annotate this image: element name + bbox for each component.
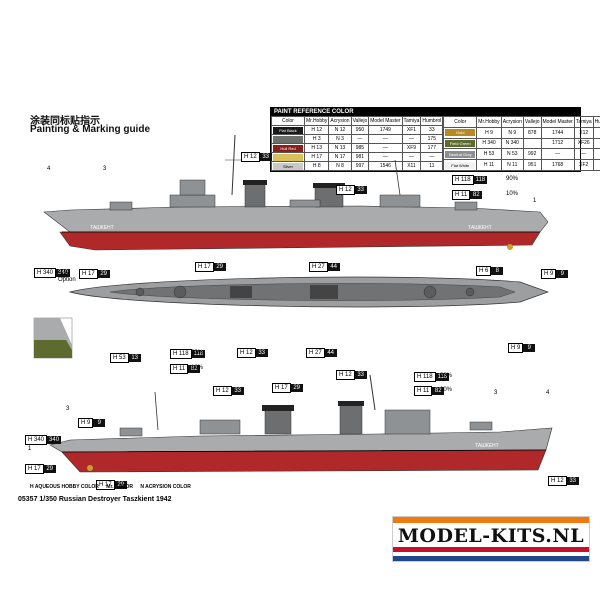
paint-value-mm: 1546 <box>368 161 403 171</box>
paint-value-mm: 1744 <box>540 126 575 139</box>
option-inset <box>33 317 73 359</box>
paint-value-humbrol: 34 <box>592 159 600 171</box>
stripe-blue <box>393 556 589 561</box>
paint-swatch: Gold <box>445 129 476 137</box>
option-label: Option <box>58 277 76 283</box>
paint-value-mm: 1712 <box>540 137 575 150</box>
paint-swatch: Neutral Gray <box>445 150 476 158</box>
stripe-orange <box>393 517 589 523</box>
pct-90-mid: 90% <box>191 350 204 356</box>
stripe-white <box>393 552 589 556</box>
paint-swatch: Silver <box>273 162 303 170</box>
paint-value-acry: N 340 <box>500 137 524 150</box>
paint-swatch <box>273 153 303 161</box>
legend-aqueous: H AQUEOUS HOBBY COLOR <box>30 484 99 490</box>
legend-acrysion: N ACRYSION COLOR <box>140 484 191 490</box>
pct-10-mid: 10% <box>191 365 204 371</box>
paint-value-acry: N 11 <box>500 159 524 171</box>
paint-value-mm: 1768 <box>540 159 575 171</box>
paint-value-hobby: H 11 <box>476 159 502 171</box>
point-1: 1 <box>533 198 537 204</box>
kit-caption: 05357 1/350 Russian Destroyer Taszkient … <box>18 496 172 503</box>
side-view-bottom <box>49 374 553 473</box>
point-3-bottom: 3 <box>66 406 70 412</box>
point-3-bottom-right: 3 <box>494 390 498 396</box>
paint-value-hobby: H 340 <box>476 137 502 150</box>
ship-name-bottom: ТАШКЕНТ <box>475 443 499 449</box>
paint-value-humbrol: 11 <box>420 161 444 171</box>
point-1-bottom: 1 <box>28 446 32 452</box>
paint-value-acry: N 9 <box>500 126 524 139</box>
paint-swatch: Flat Black <box>273 126 303 134</box>
paint-swatch <box>273 135 303 143</box>
paint-table-left: Color Mr.Hobby Acrysion Vallejo Model Ma… <box>271 116 444 171</box>
guide-title-en: Painting & Marking guide <box>30 124 151 135</box>
paint-table-right: Color Mr.Hobby Acrysion Vallejo Model Ma… <box>443 116 600 171</box>
pct-90-bottom: 90% <box>440 373 453 379</box>
paint-swatch: Field Green <box>445 139 476 147</box>
point-3: 3 <box>103 166 107 172</box>
paint-swatch: Hull Red <box>273 144 303 152</box>
paint-value-hobby: H 8 <box>303 161 330 171</box>
paint-value-humbrol: 15 <box>592 126 600 139</box>
brand-text: MODEL-KITS.NL <box>397 525 585 547</box>
legend-mr: Mr. COLOR <box>106 484 133 490</box>
deck-view <box>68 276 550 308</box>
paint-swatch: Flat White <box>445 161 476 169</box>
guide-title-cn: 涂装同标贴指示 <box>30 116 100 127</box>
color-legend: H AQUEOUS HOBBY COLOR Mr. COLOR N ACRYSI… <box>30 484 197 490</box>
stripe-red <box>393 547 589 552</box>
option-label-cn: 选择 <box>58 273 71 279</box>
paint-value-hobby: H 9 <box>476 126 502 139</box>
pct-10-bottom: 10% <box>440 387 453 393</box>
point-4-bottom: 4 <box>546 390 550 396</box>
paint-value-acry: N 8 <box>328 161 352 171</box>
brand-logo: MODEL-KITS.NL <box>392 516 590 562</box>
paint-reference-table: PAINT REFERENCE COLOR Color Mr.Hobby Acr… <box>270 107 600 172</box>
ship-name-top: ТАШКЕНТ <box>468 225 492 231</box>
paint-reference-heading: PAINT REFERENCE COLOR <box>271 108 580 116</box>
point-4: 4 <box>47 166 51 172</box>
ship-name-stern-top: ТАШКЕНТ <box>90 225 114 231</box>
pct-10-top: 10% <box>506 191 519 197</box>
pct-90-top: 90% <box>506 176 519 182</box>
